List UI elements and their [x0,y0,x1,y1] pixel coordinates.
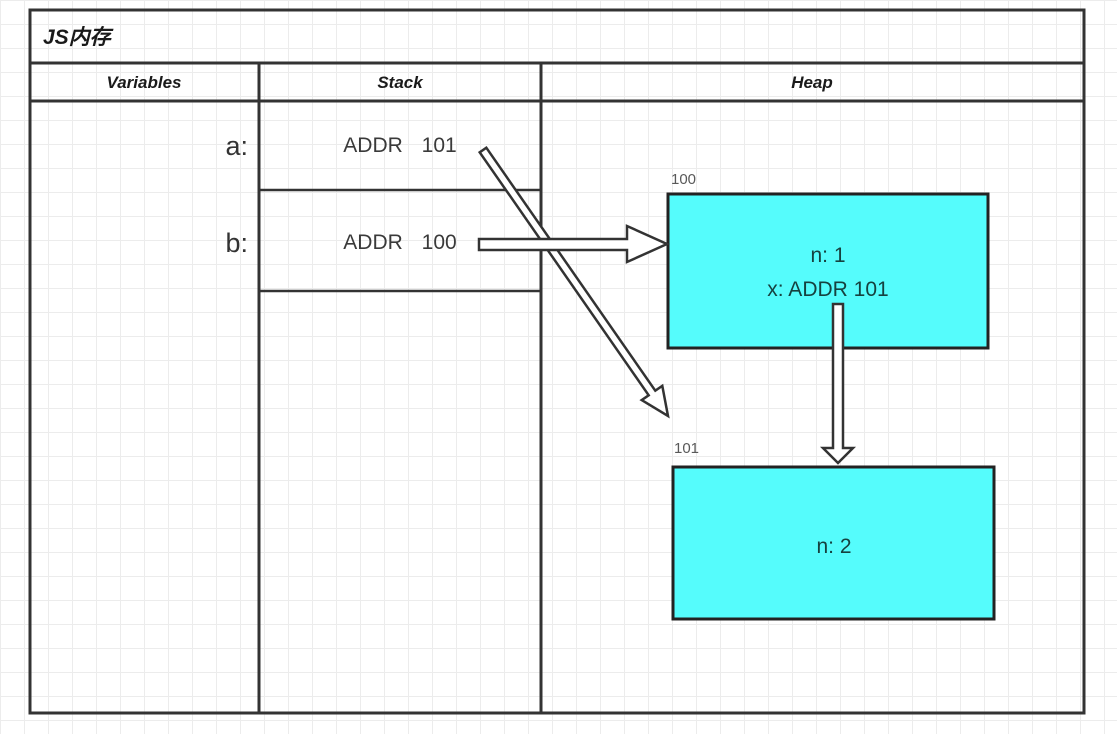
heap-object-100-field-n: n: 1 [810,244,845,267]
arrow-b-to-object-100 [477,224,671,264]
variable-a-label: a: [225,131,248,161]
stack-value-a: ADDR 101 [343,134,456,157]
table-body-frame [28,99,1086,715]
heap-object-101-field-n: n: 2 [816,535,851,558]
arrow-x-field-to-object-101 [819,302,857,465]
heap-object-101-box [671,465,996,621]
variable-b-label: b: [225,228,248,258]
heap-object-100-box [666,192,990,350]
diagram-title: JS内存 [43,25,114,49]
heap-object-100-address: 100 [671,171,696,188]
arrow-a-to-object-101 [477,145,670,419]
heap-object-101-address: 101 [674,440,699,457]
variables-column-label: Variables [107,73,182,92]
heap-object-100-field-x: x: ADDR 101 [767,278,888,301]
title-bar [28,8,1086,65]
stack-column-label: Stack [377,73,424,92]
stack-value-b: ADDR 100 [343,231,456,254]
heap-column-label: Heap [791,73,833,92]
